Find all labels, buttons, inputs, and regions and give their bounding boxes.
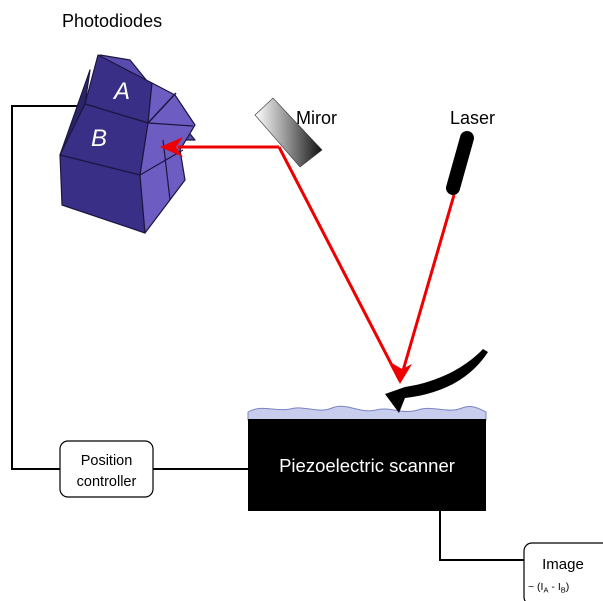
segment-b-label: B (91, 125, 107, 152)
segment-a-label: A (112, 78, 130, 105)
mirror-label: Miror (296, 108, 337, 128)
beam-reflected (277, 146, 402, 382)
beam-incident (398, 194, 456, 382)
photodiode-side-face (139, 82, 196, 234)
piezoelectric-scanner (248, 419, 486, 511)
position-controller-label-line2: controller (77, 474, 137, 490)
laser-label: Laser (450, 108, 495, 128)
image-formula: ~ (IA - IB) (528, 581, 569, 595)
beam-arrowhead-cantilever (390, 362, 412, 384)
beam-arrowhead-photodiode (160, 137, 183, 157)
scanner-label: Piezoelectric scanner (279, 455, 455, 476)
photodiode-divider-vertical (147, 92, 177, 124)
mirror (254, 97, 323, 168)
photodiodes-label: Photodiodes (62, 11, 162, 31)
formula-prefix: ~ (I (528, 581, 543, 593)
photodiode-divider-side (139, 149, 184, 176)
image-label: Image (542, 556, 584, 573)
laser-beam (178, 145, 456, 382)
formula-sub-a: A (543, 586, 548, 595)
image-box (523, 542, 603, 601)
wire-photodiode-to-controller (11, 105, 85, 470)
wire-scanner-to-image (439, 511, 524, 561)
position-controller-box (59, 440, 154, 498)
laser-emitter (446, 131, 474, 195)
photodiode-divider-horizontal (147, 122, 194, 127)
formula-sub-b: B (561, 586, 566, 595)
formula-minus: - I (548, 581, 560, 593)
wires (11, 105, 524, 561)
formula-suffix: ) (566, 581, 570, 593)
cantilever (385, 349, 488, 413)
position-controller-label-line1: Position (81, 453, 133, 469)
photodiode-divider-vertical-2 (162, 139, 171, 201)
sample-surface (247, 405, 487, 421)
photodiode-block (59, 54, 196, 234)
